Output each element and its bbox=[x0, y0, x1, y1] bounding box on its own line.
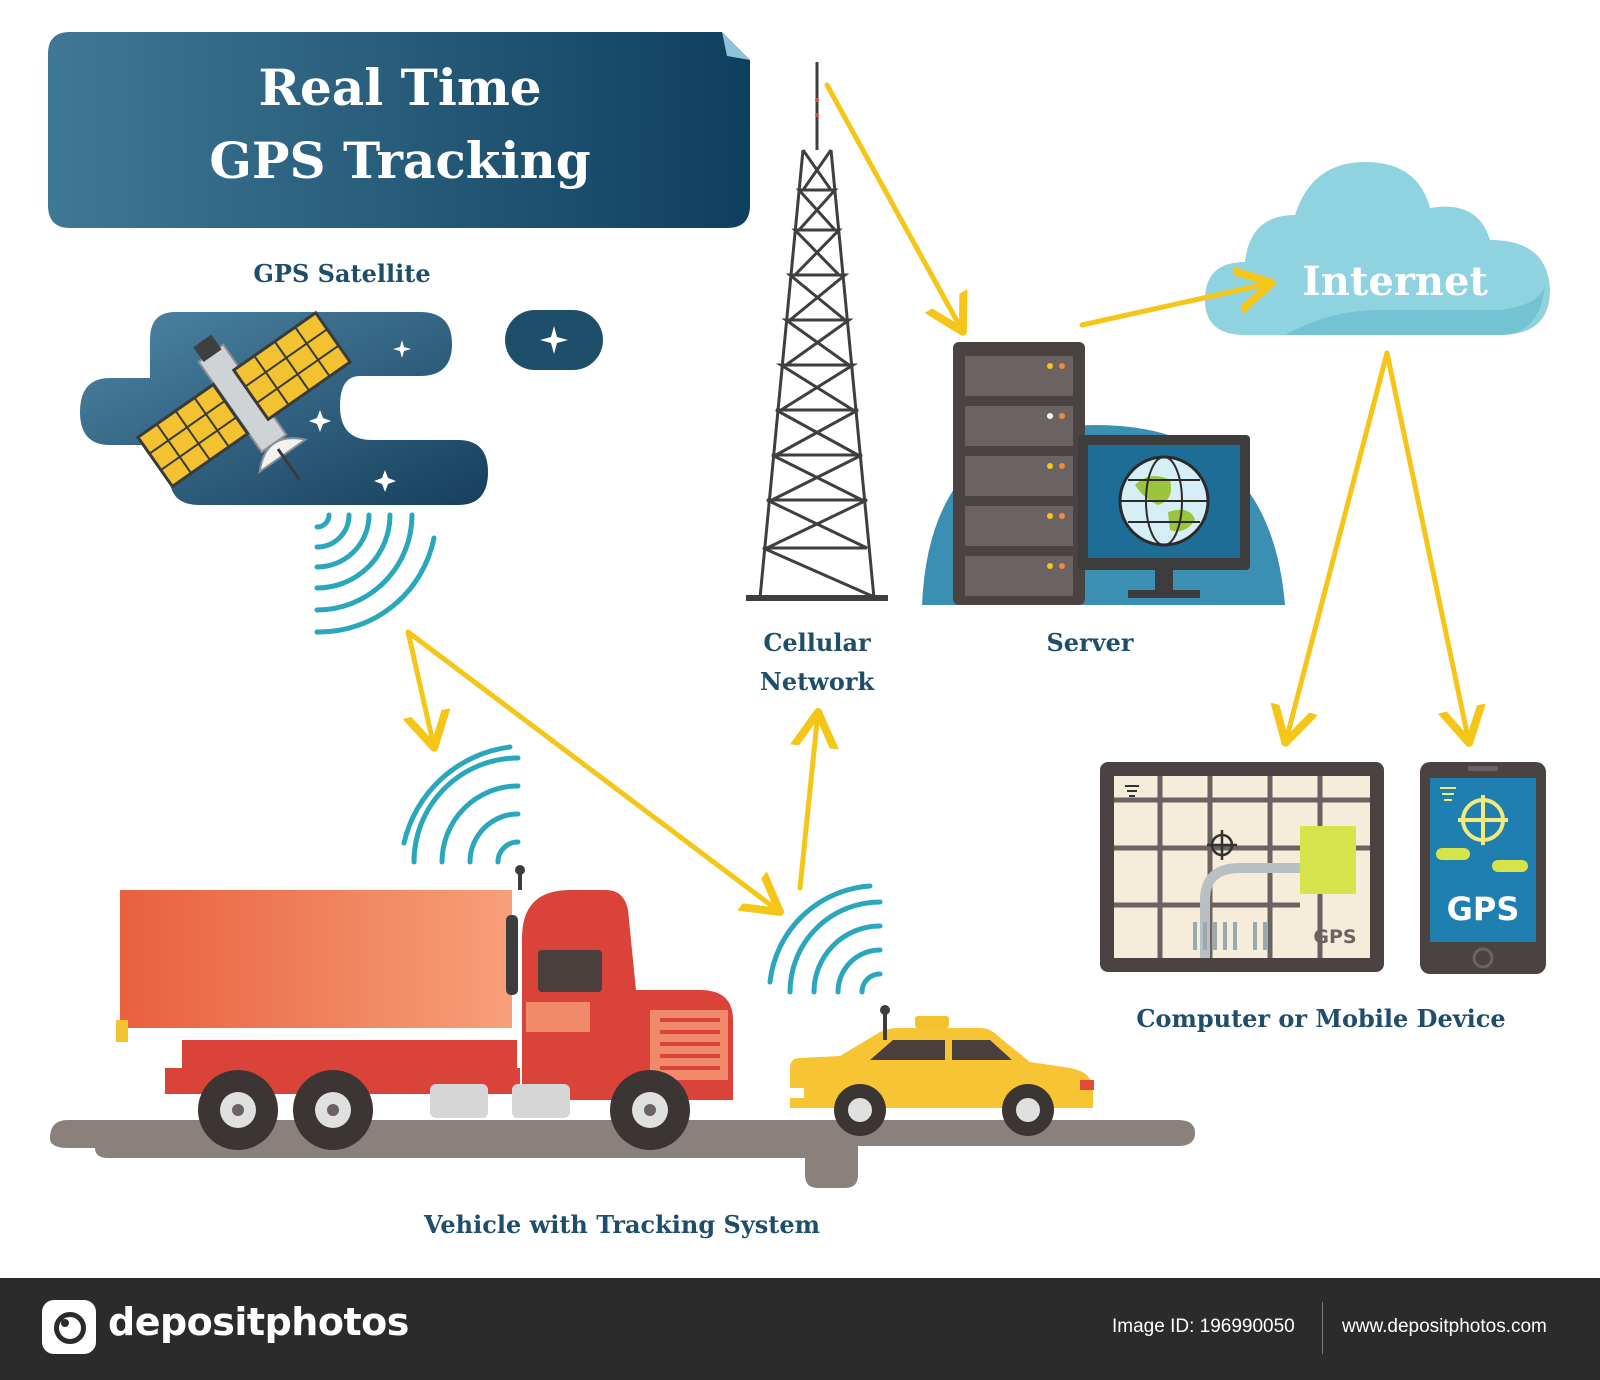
depositphotos-logo-icon bbox=[42, 1300, 96, 1354]
star-icon bbox=[309, 410, 331, 432]
arrow-taxi-to-tower bbox=[800, 722, 817, 891]
server-label: Server bbox=[1046, 628, 1133, 657]
gps-satellite-group: GPS Satellite bbox=[80, 259, 603, 635]
gps-tracking-diagram: Real Time GPS Tracking GPS Satellite bbox=[48, 32, 1550, 1239]
arrow-internet-to-phone bbox=[1384, 350, 1467, 733]
phone-gps-label: GPS bbox=[1447, 890, 1520, 928]
server-group: Server bbox=[922, 342, 1285, 657]
footer-divider bbox=[1322, 1302, 1323, 1354]
title-line-1: Real Time bbox=[258, 58, 541, 117]
data-flow-arrows bbox=[405, 82, 1467, 906]
vehicle-label: Vehicle with Tracking System bbox=[423, 1210, 820, 1239]
satellite-signal-waves bbox=[314, 512, 437, 635]
star-icon bbox=[393, 340, 411, 358]
title-line-2: GPS Tracking bbox=[209, 131, 591, 190]
cellular-label-line-1: Cellular bbox=[763, 628, 871, 657]
taxi-signal-waves bbox=[767, 883, 883, 995]
internet-cloud-icon: Internet bbox=[1205, 162, 1550, 335]
phone-device-icon: GPS bbox=[1420, 762, 1546, 974]
arrow-tower-to-server bbox=[824, 82, 958, 323]
arrow-server-to-internet bbox=[1079, 285, 1262, 328]
arrow-satellite-to-truck bbox=[408, 629, 432, 738]
star-icon bbox=[374, 470, 396, 492]
cellular-tower-icon bbox=[746, 62, 888, 601]
truck-icon bbox=[116, 865, 733, 1150]
tablet-gps-label: GPS bbox=[1313, 926, 1356, 948]
footer-site: www.depositphotos.com bbox=[1342, 1316, 1547, 1337]
taxi-car-icon bbox=[790, 1005, 1094, 1136]
satellite-label: GPS Satellite bbox=[253, 259, 430, 288]
server-rack-icon bbox=[953, 342, 1085, 605]
arrow-satellite-to-taxi bbox=[405, 629, 772, 906]
cellular-label-line-2: Network bbox=[760, 667, 876, 696]
footer-brand: depositphotos bbox=[108, 1300, 409, 1344]
title-banner: Real Time GPS Tracking bbox=[48, 32, 750, 228]
arrow-internet-to-tablet bbox=[1288, 350, 1390, 733]
satellite-icon bbox=[135, 310, 353, 489]
internet-label: Internet bbox=[1302, 258, 1488, 305]
footer-image-id: Image ID: 196990050 bbox=[1112, 1316, 1295, 1337]
tablet-device-icon: GPS bbox=[1100, 762, 1384, 972]
monitor-icon bbox=[1078, 435, 1250, 598]
devices-label: Computer or Mobile Device bbox=[1136, 1004, 1505, 1033]
star-icon bbox=[540, 326, 568, 354]
footer-bar: depositphotos Image ID: 196990050 www.de… bbox=[0, 1278, 1600, 1380]
truck-signal-waves bbox=[401, 744, 521, 865]
